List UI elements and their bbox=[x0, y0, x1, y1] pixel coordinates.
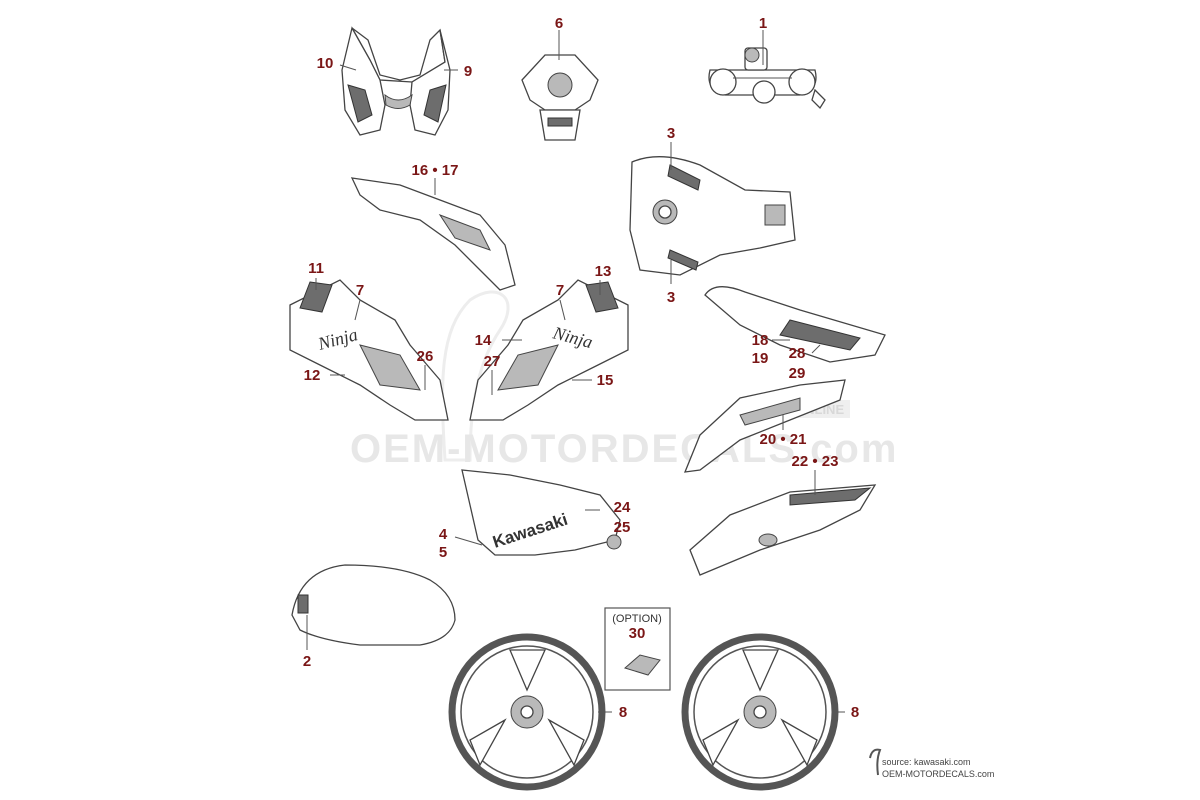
rear-side-cover-part bbox=[683, 379, 846, 473]
callout-19: 19 bbox=[752, 350, 769, 367]
callout-20-21: 20 • 21 bbox=[760, 431, 807, 448]
callout-7-right: 7 bbox=[556, 282, 564, 299]
source-credit: source: kawasaki.com OEM-MOTORDECALS.com bbox=[869, 748, 994, 779]
left-side-fairing-part: Ninja bbox=[289, 279, 449, 421]
tail-cover-part bbox=[689, 484, 877, 576]
meter-panel-part bbox=[521, 54, 599, 141]
callout-24: 24 bbox=[614, 499, 631, 516]
callout-12: 12 bbox=[304, 367, 321, 384]
callout-29: 29 bbox=[789, 365, 806, 382]
option-label: (OPTION) bbox=[612, 613, 662, 625]
front-wheel-part bbox=[448, 633, 606, 791]
callout-13: 13 bbox=[595, 263, 612, 280]
seat-cowl-part bbox=[704, 286, 886, 363]
rear-wheel-part bbox=[681, 633, 839, 791]
callout-27: 27 bbox=[484, 353, 501, 370]
callout-28: 28 bbox=[789, 345, 806, 362]
callout-1: 1 bbox=[759, 15, 767, 32]
option-box: (OPTION) 30 bbox=[604, 607, 671, 691]
callout-7-left: 7 bbox=[356, 282, 364, 299]
callout-8-rear: 8 bbox=[851, 704, 859, 721]
callout-30: 30 bbox=[629, 625, 646, 642]
upper-cowl-part bbox=[341, 26, 451, 136]
callout-9: 9 bbox=[464, 63, 472, 80]
source-line-1: source: kawasaki.com bbox=[882, 757, 971, 767]
callout-4: 4 bbox=[439, 526, 448, 543]
credit-logo-icon bbox=[869, 748, 882, 776]
fuel-tank-part bbox=[629, 156, 796, 276]
callout-8-front: 8 bbox=[619, 704, 627, 721]
callout-22-23: 22 • 23 bbox=[792, 453, 839, 470]
upper-bracket-part bbox=[708, 47, 826, 110]
callout-14: 14 bbox=[475, 332, 492, 349]
leader-lines bbox=[306, 30, 845, 713]
callout-3-bottom: 3 bbox=[667, 289, 675, 306]
callout-10: 10 bbox=[317, 55, 334, 72]
option-frame bbox=[604, 607, 671, 691]
callout-5: 5 bbox=[439, 544, 447, 561]
callout-3-top: 3 bbox=[667, 125, 675, 142]
callout-2: 2 bbox=[303, 653, 311, 670]
callout-15: 15 bbox=[597, 372, 614, 389]
callout-26: 26 bbox=[417, 348, 434, 365]
callout-18: 18 bbox=[752, 332, 769, 349]
watermark-text: OEM-MOTORDECALS.com bbox=[350, 427, 898, 471]
callout-11: 11 bbox=[308, 260, 324, 277]
callout-16-17: 16 • 17 bbox=[412, 162, 459, 179]
lower-cowl-part: Kawasaki bbox=[461, 469, 622, 556]
callout-6: 6 bbox=[555, 15, 563, 32]
callouts: 1 6 10 9 3 3 16 • 17 11 7 12 26 27 7 13 … bbox=[303, 15, 859, 721]
inner-fairing-part bbox=[350, 177, 516, 291]
source-line-2: OEM-MOTORDECALS.com bbox=[882, 769, 994, 779]
right-side-fairing-part: Ninja bbox=[469, 279, 629, 421]
front-fender-part bbox=[291, 564, 456, 646]
callout-25: 25 bbox=[614, 519, 631, 536]
